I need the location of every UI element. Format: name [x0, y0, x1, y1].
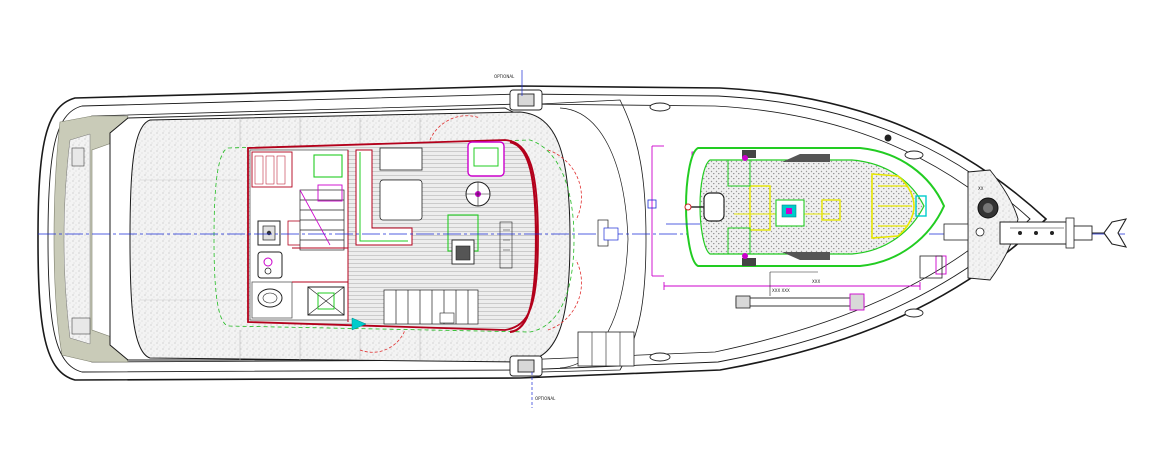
outboard-engine	[703, 192, 725, 222]
tender	[684, 147, 946, 267]
bow-note: XX	[978, 186, 984, 191]
hull-rubrail	[47, 93, 1031, 373]
bow-anchor-area: XX	[943, 169, 1128, 281]
top-marker-label: OPTIONAL	[494, 74, 515, 79]
side-deck-line-port	[539, 99, 647, 240]
door-swings	[359, 115, 582, 353]
anchor	[1092, 218, 1128, 248]
swim-platform	[63, 133, 91, 345]
dinette-table	[379, 179, 423, 221]
stern-hatch-lower	[71, 317, 91, 335]
crane-boom: XXX XXX	[735, 271, 865, 311]
saloon-dashed-outline	[213, 139, 575, 333]
settee	[355, 149, 413, 246]
stern-hatch-upper	[71, 147, 85, 167]
bottom-marker-label: OPTIONAL	[535, 396, 556, 401]
fore-dimension-label: XXX	[812, 279, 820, 284]
optional-markers: OPTIONAL OPTIONAL	[494, 70, 556, 408]
cleats	[509, 89, 924, 377]
aft-stairs	[383, 289, 479, 325]
crane-note: XXX XXX	[772, 288, 790, 293]
saloon	[247, 139, 539, 334]
anchor-locker	[967, 169, 1019, 281]
companionway-stairs	[299, 189, 345, 251]
